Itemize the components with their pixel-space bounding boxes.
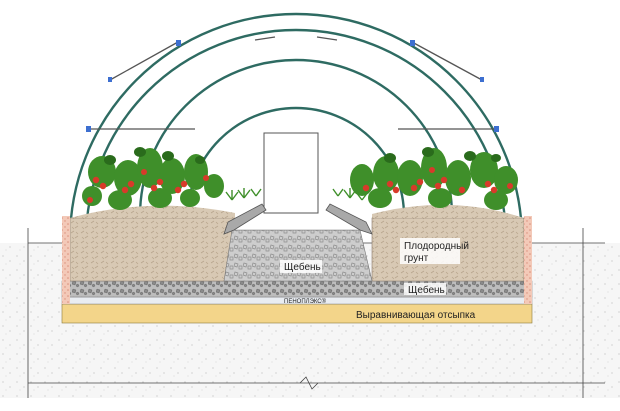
frame-joints: [86, 40, 499, 132]
insulation-label: ПЕНОПЛЭКС®: [284, 298, 327, 305]
gravel-bottom-label-bg: [404, 283, 446, 295]
fertile-soil-label-bg: [400, 238, 460, 264]
break-mark: [299, 376, 319, 390]
left-bed-soil: [69, 217, 236, 282]
seedlings: [225, 188, 369, 201]
frame-struts: [88, 36, 498, 130]
gravel-bottom-label: Щебень: [408, 284, 445, 296]
bottom-gravel-layer: [61, 280, 533, 298]
gravel-center-label: Щебень: [284, 261, 321, 273]
left-bed-mound: [70, 205, 235, 218]
center-gravel: [223, 229, 373, 282]
fertile-soil-label-2: грунт: [404, 253, 429, 264]
path-borders: [223, 203, 373, 235]
left-bed-edge: [62, 216, 70, 304]
leveling-fill-label: Выравнивающая отсыпка: [356, 310, 476, 321]
tomato-plants-right: [350, 147, 518, 210]
door: [263, 132, 319, 214]
fertile-soil-label: Плодородный: [404, 241, 469, 252]
gravel-center-label-bg: [280, 260, 322, 273]
tomato-plants-left: [82, 147, 224, 210]
right-bed-edge: [524, 216, 532, 304]
right-bed-mound: [372, 204, 524, 218]
